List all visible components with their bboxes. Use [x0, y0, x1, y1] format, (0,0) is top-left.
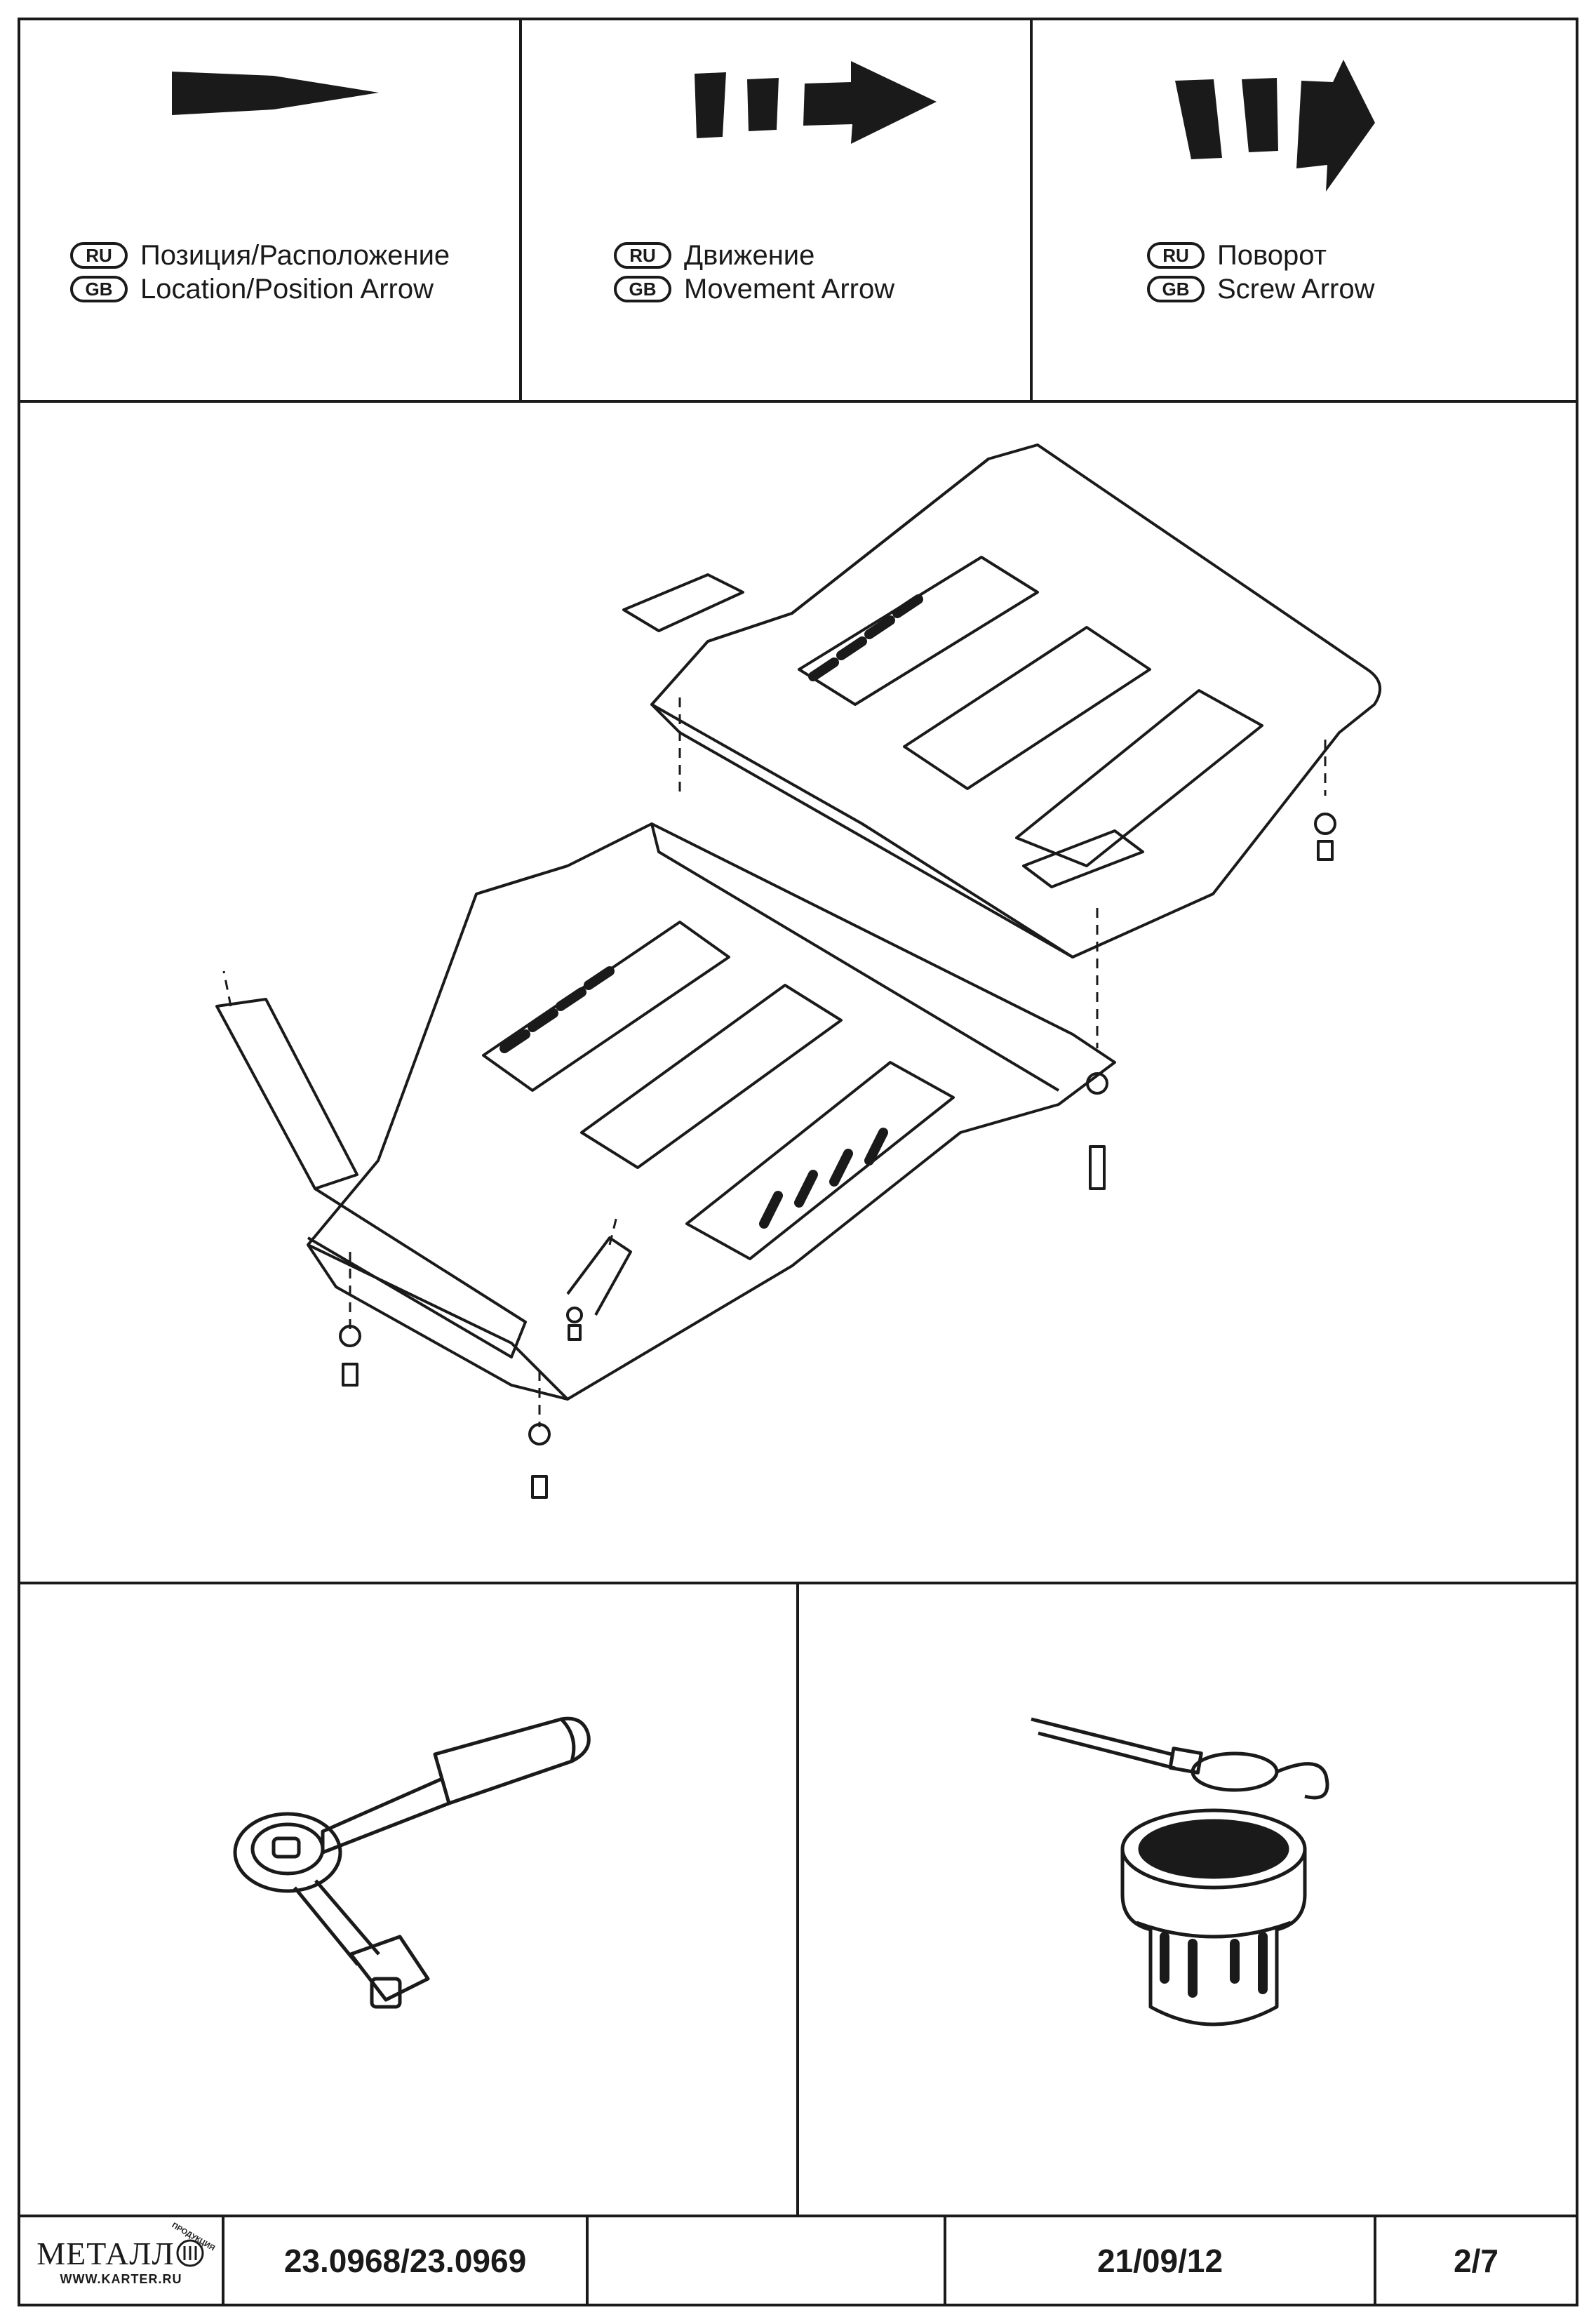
legend-movement-gb: Movement Arrow — [684, 274, 895, 305]
legend-movement-ru: Движение — [684, 240, 815, 271]
skid-plate-assembly-drawing — [215, 443, 1381, 1499]
logo-url: WWW.KARTER.RU — [60, 2271, 182, 2286]
ratchet-wrench-icon — [233, 1716, 591, 2009]
legend-screw-gb: Screw Arrow — [1217, 274, 1375, 305]
part-number-text: 23.0968/23.0969 — [283, 2242, 527, 2279]
legend-movement: RU Движение GB Movement Arrow — [614, 239, 894, 306]
legend-screw: RU Поворот GB Screw Arrow — [1147, 239, 1375, 306]
footer-divider-2 — [586, 2215, 589, 2306]
footer-divider-1 — [222, 2215, 224, 2306]
paint-can-brush-icon — [1031, 1717, 1329, 2026]
company-logo: МЕТАЛЛ WWW.KARTER.RU ПРОДУКЦИЯ — [20, 2217, 222, 2304]
header-divider — [18, 400, 1578, 403]
lower-col-divider — [796, 1582, 799, 2215]
movement-arrow-icon — [695, 61, 937, 144]
footer-divider-4 — [1374, 2215, 1376, 2306]
legend-location-ru: Позиция/Расположение — [140, 240, 450, 271]
legend-location: RU Позиция/Расположение GB Location/Positi… — [70, 239, 450, 306]
blank-cell — [589, 2217, 944, 2304]
footer-divider — [18, 2215, 1578, 2217]
gb-badge: GB — [70, 276, 128, 302]
header-col-divider-2 — [1030, 18, 1033, 400]
logo-word: МЕТАЛЛ — [36, 2235, 175, 2271]
page-number-text: 2/7 — [1454, 2242, 1498, 2279]
ru-badge: RU — [70, 242, 128, 269]
ru-badge: RU — [1147, 242, 1205, 269]
date-cell: 21/09/12 — [946, 2217, 1374, 2304]
gb-badge: GB — [614, 276, 671, 302]
location-arrow-icon — [172, 72, 379, 115]
date-text: 21/09/12 — [1097, 2242, 1223, 2279]
logo-emblem-icon — [176, 2239, 204, 2267]
page-frame — [18, 18, 1578, 2306]
gb-badge: GB — [1147, 276, 1205, 302]
header-col-divider-1 — [519, 18, 522, 400]
part-number: 23.0968/23.0969 — [224, 2217, 586, 2304]
screw-arrow-icon — [1175, 60, 1375, 192]
ru-badge: RU — [614, 242, 671, 269]
footer-divider-3 — [944, 2215, 946, 2306]
legend-location-gb: Location/Position Arrow — [140, 274, 434, 305]
legend-screw-ru: Поворот — [1217, 240, 1327, 271]
page-number: 2/7 — [1376, 2217, 1576, 2304]
